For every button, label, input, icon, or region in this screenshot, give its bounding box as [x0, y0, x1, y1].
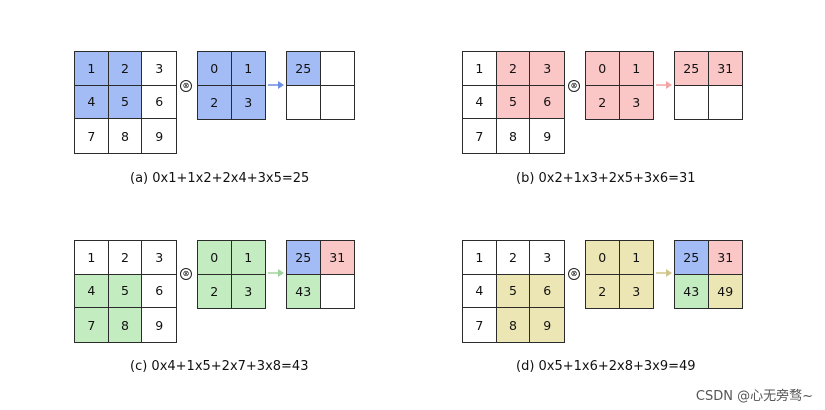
input-cell: 4	[463, 274, 497, 309]
kernel-matrix: 0 1 2 3	[197, 51, 266, 120]
input-matrix: 1 2 3 4 5 6 7 8 9	[462, 51, 565, 154]
input-cell: 2	[108, 241, 143, 275]
kernel-cell: 2	[586, 85, 620, 119]
kernel-cell: 3	[231, 274, 265, 308]
input-cell: 7	[75, 308, 109, 342]
kernel-cell: 1	[619, 52, 653, 86]
output-cell	[320, 52, 354, 86]
output-cell: 43	[675, 274, 709, 308]
kernel-matrix: 0 1 2 3	[585, 240, 654, 309]
input-cell: 2	[496, 241, 531, 275]
arrow-right-icon	[268, 81, 284, 89]
kernel-cell: 0	[198, 52, 232, 86]
input-cell: 2	[108, 52, 143, 86]
kernel-cell: 1	[231, 52, 265, 86]
convolution-operator-icon: ⊗	[568, 80, 580, 92]
output-matrix: 25 31 43	[286, 240, 355, 309]
input-cell: 8	[496, 308, 531, 342]
input-cell: 3	[530, 52, 564, 86]
output-cell: 31	[320, 241, 354, 275]
input-cell: 6	[142, 275, 176, 309]
input-cell: 7	[75, 119, 109, 153]
input-cell: 7	[463, 119, 497, 153]
input-cell: 3	[142, 52, 176, 86]
input-cell: 3	[530, 241, 564, 275]
input-cell: 8	[109, 119, 143, 153]
watermark: CSDN @心无旁骛~	[695, 389, 813, 404]
kernel-matrix: 0 1 2 3	[197, 240, 266, 309]
output-cell: 43	[287, 274, 321, 308]
input-matrix: 1 2 3 4 5 6 7 8 9	[462, 240, 565, 343]
caption: (a) 0x1+1x2+2x4+3x5=25	[130, 171, 310, 186]
kernel-cell: 1	[619, 241, 653, 275]
input-cell: 8	[108, 308, 143, 342]
input-cell: 5	[108, 85, 143, 120]
kernel-cell: 3	[619, 85, 653, 119]
kernel-cell: 0	[198, 241, 232, 275]
convolution-operator-icon: ⊗	[180, 268, 192, 280]
kernel-cell: 2	[198, 85, 232, 119]
input-cell: 2	[496, 52, 531, 86]
input-cell: 7	[463, 308, 497, 342]
input-cell: 8	[497, 119, 531, 153]
input-matrix: 1 2 3 4 5 6 7 8 9	[74, 51, 177, 154]
input-cell: 9	[155, 317, 164, 333]
convolution-operator-icon: ⊗	[180, 80, 192, 92]
input-cell: 6	[530, 85, 564, 120]
output-cell: 25	[675, 241, 709, 275]
kernel-cell: 2	[586, 274, 620, 308]
output-cell: 25	[287, 52, 321, 86]
input-matrix: 1 2 3 4 5 6 7 8 9	[74, 240, 177, 343]
input-cell: 9	[543, 128, 552, 144]
kernel-cell: 3	[231, 85, 265, 119]
input-cell: 5	[108, 274, 143, 309]
kernel-cell: 0	[586, 241, 620, 275]
output-cell	[287, 85, 321, 119]
caption: (c) 0x4+1x5+2x7+3x8=43	[130, 359, 309, 374]
output-matrix: 25 31	[674, 51, 743, 120]
input-cell: 1	[463, 52, 497, 86]
output-cell	[321, 275, 355, 309]
convolution-operator-icon: ⊗	[568, 268, 580, 280]
output-cell: 49	[708, 274, 742, 308]
caption: (b) 0x2+1x3+2x5+3x6=31	[516, 171, 696, 186]
output-cell	[675, 85, 709, 119]
input-cell: 4	[75, 85, 109, 120]
input-cell: 1	[463, 241, 497, 275]
input-cell: 3	[142, 241, 176, 275]
output-cell: 31	[708, 241, 742, 275]
input-cell: 5	[496, 274, 531, 309]
kernel-cell: 0	[586, 52, 620, 86]
output-cell: 25	[287, 241, 321, 275]
input-cell: 9	[530, 308, 564, 342]
input-cell: 1	[75, 241, 109, 275]
input-cell: 4	[463, 85, 497, 120]
output-cell	[321, 86, 355, 120]
output-cell: 31	[708, 52, 742, 86]
input-cell: 6	[530, 274, 564, 309]
caption: (d) 0x5+1x6+2x8+3x9=49	[516, 359, 696, 374]
input-cell: 4	[75, 274, 109, 309]
kernel-cell: 3	[619, 274, 653, 308]
kernel-cell: 2	[198, 274, 232, 308]
input-cell: 5	[496, 85, 531, 120]
kernel-matrix: 0 1 2 3	[585, 51, 654, 120]
kernel-cell: 1	[231, 241, 265, 275]
arrow-right-icon	[656, 81, 672, 89]
input-cell: 6	[142, 86, 176, 120]
output-matrix: 25	[286, 51, 355, 120]
arrow-right-icon	[268, 269, 284, 277]
output-matrix: 25 31 43 49	[674, 240, 743, 309]
input-cell: 9	[155, 128, 164, 144]
output-cell	[709, 86, 743, 120]
arrow-right-icon	[656, 269, 672, 277]
input-cell: 1	[75, 52, 109, 86]
output-cell: 25	[675, 52, 709, 86]
